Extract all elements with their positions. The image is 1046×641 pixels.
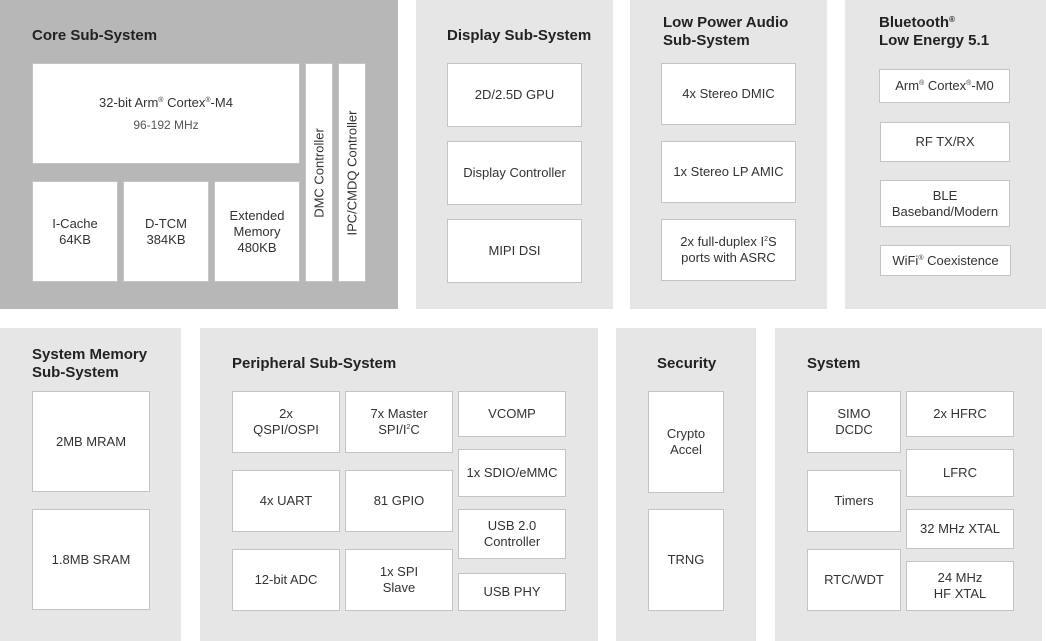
mipi-dsi-block: MIPI DSI	[447, 219, 582, 283]
spi-master-block: 7x Master SPI/I2C	[345, 391, 453, 453]
adc-block: 12-bit ADC	[232, 549, 340, 611]
hfrc-block: 2x HFRC	[906, 391, 1014, 437]
cortex-m4-label: 32-bit Arm® Cortex®-M4	[99, 94, 233, 110]
cortex-m0-block: Arm® Cortex®-M0	[879, 69, 1010, 103]
vcomp-block: VCOMP	[458, 391, 566, 437]
display-controller-block: Display Controller	[447, 141, 582, 205]
stereo-dmic-block: 4x Stereo DMIC	[661, 63, 796, 125]
peripheral-subsystem-title: Peripheral Sub-System	[232, 355, 397, 372]
bluetooth-title: Bluetooth® Low Energy 5.1	[879, 14, 990, 49]
stereo-amic-block: 1x Stereo LP AMIC	[661, 141, 796, 203]
gpu-block: 2D/2.5D GPU	[447, 63, 582, 127]
sram-block: 1.8MB SRAM	[32, 509, 150, 610]
core-subsystem-title: Core Sub-System	[32, 27, 158, 44]
usb-phy-block: USB PHY	[458, 573, 566, 611]
i2s-ports-block: 2x full-duplex I2S ports with ASRC	[661, 219, 796, 281]
trng-block: TRNG	[648, 509, 724, 611]
wifi-coexistence-block: WiFi® Coexistence	[880, 245, 1011, 276]
sdio-emmc-block: 1x SDIO/eMMC	[458, 449, 566, 497]
rf-txrx-block: RF TX/RX	[880, 122, 1010, 162]
dmc-controller-block: DMC Controller	[305, 63, 333, 282]
xtal-32mhz-block: 32 MHz XTAL	[906, 509, 1014, 549]
gpio-block: 81 GPIO	[345, 470, 453, 532]
dmc-controller-label: DMC Controller	[311, 127, 327, 218]
security-title: Security	[657, 355, 717, 372]
ipc-cmdq-controller-label: IPC/CMDQ Controller	[344, 110, 360, 235]
ipc-cmdq-controller-block: IPC/CMDQ Controller	[338, 63, 366, 282]
rtc-wdt-block: RTC/WDT	[807, 549, 901, 611]
display-subsystem-title: Display Sub-System	[447, 27, 592, 44]
cortex-m4-block: 32-bit Arm® Cortex®-M4 96-192 MHz	[32, 63, 300, 164]
timers-block: Timers	[807, 470, 901, 532]
system-title: System	[807, 355, 861, 372]
mram-block: 2MB MRAM	[32, 391, 150, 492]
lfrc-block: LFRC	[906, 449, 1014, 497]
uart-block: 4x UART	[232, 470, 340, 532]
cortex-m4-frequency: 96-192 MHz	[133, 117, 199, 132]
